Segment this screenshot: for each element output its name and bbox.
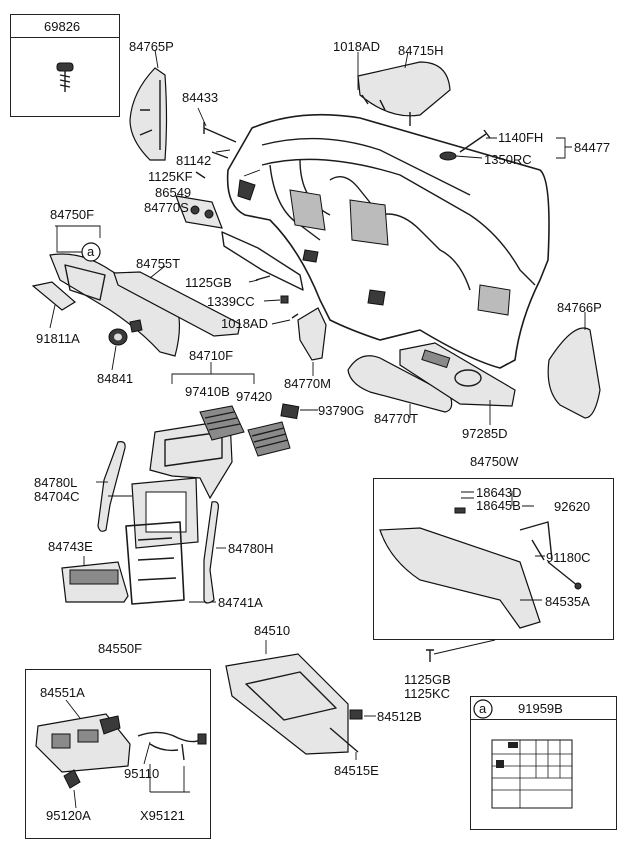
label-1350RC: 1350RC xyxy=(484,152,532,167)
jack-95120A-drawing xyxy=(63,769,81,789)
switch-93790G-drawing xyxy=(280,403,300,420)
panel-84766P-drawing xyxy=(547,327,601,419)
label-84765P: 84765P xyxy=(129,39,174,54)
lid-84750W-drawing xyxy=(379,527,541,629)
label-84477: 84477 xyxy=(574,140,611,155)
label-84780H: 84780H xyxy=(228,541,274,556)
label-84841: 84841 xyxy=(97,371,134,386)
label-84704C: 84704C xyxy=(34,489,80,504)
label-1125GB: 1125GB xyxy=(185,275,232,290)
label-84510: 84510 xyxy=(254,623,291,638)
label-95120A: 95120A xyxy=(46,808,91,823)
label-84766P: 84766P xyxy=(557,300,602,315)
label-1140FH: 1140FH xyxy=(498,130,544,145)
inset-box-84550F xyxy=(25,669,211,839)
vent-97420-drawing xyxy=(247,421,291,457)
panel-84765P-drawing xyxy=(129,67,168,161)
label-91180C: 91180C xyxy=(546,550,591,565)
inset-box-84750W xyxy=(373,478,614,640)
label-84750W: 84750W xyxy=(470,454,519,469)
label-84770S: 84770S xyxy=(144,200,189,215)
harness-95110-drawing xyxy=(137,731,201,761)
label-84780L: 84780L xyxy=(34,475,78,490)
label-1125GB-low: 1125GB xyxy=(404,672,451,687)
inset-box-header-91959B xyxy=(470,696,617,720)
vent-97410B-drawing xyxy=(199,405,245,441)
label-69826: 69826 xyxy=(44,19,81,34)
callout-a2: a xyxy=(479,701,487,716)
label-86549: 86549 xyxy=(155,185,192,200)
label-X95121: X95121 xyxy=(140,808,185,823)
crash-pad-drawing xyxy=(226,113,550,369)
callout-a: a xyxy=(87,244,95,259)
label-97420: 97420 xyxy=(236,389,273,404)
latch-84512B-drawing xyxy=(349,709,363,720)
label-84551A: 84551A xyxy=(40,685,85,700)
label-91959B: 91959B xyxy=(518,701,563,716)
label-84535A: 84535A xyxy=(545,594,590,609)
label-84550F: 84550F xyxy=(98,641,143,656)
trim-84770M-drawing xyxy=(297,307,327,361)
inset-box-header-69826 xyxy=(10,14,120,38)
screw-69826-drawing xyxy=(56,62,74,92)
label-84715H: 84715H xyxy=(398,43,444,58)
label-95110: 95110 xyxy=(124,766,160,781)
label-1125KC: 1125KC xyxy=(404,686,451,701)
label-84770M: 84770M xyxy=(284,376,331,391)
label-91811A: 91811A xyxy=(36,331,80,346)
label-18643D: 18643D xyxy=(476,485,522,500)
label-1018AD-mid: 1018AD xyxy=(221,316,268,331)
damper-84515E-drawing xyxy=(329,727,359,753)
label-84512B: 84512B xyxy=(377,709,422,724)
label-97285D: 97285D xyxy=(462,426,508,441)
bracket-84741A-drawing xyxy=(125,521,185,605)
label-84741A: 84741A xyxy=(218,595,263,610)
label-84515E: 84515E xyxy=(334,763,379,778)
label-84743E: 84743E xyxy=(48,539,93,554)
label-81142: 81142 xyxy=(176,153,212,168)
glovebox-84510-drawing xyxy=(225,653,349,755)
label-97410B: 97410B xyxy=(185,384,230,399)
label-84770T: 84770T xyxy=(374,411,419,426)
label-1018AD-top: 1018AD xyxy=(333,39,380,54)
trim-84780L-drawing xyxy=(97,441,126,532)
trim-84770T-drawing xyxy=(347,355,453,413)
label-84755T: 84755T xyxy=(136,256,181,271)
label-sheet-91959B-drawing xyxy=(491,739,573,809)
cover-84715H-drawing xyxy=(357,61,451,117)
label-84433: 84433 xyxy=(182,90,219,105)
label-84710F: 84710F xyxy=(189,348,234,363)
label-92620: 92620 xyxy=(554,499,591,514)
label-84750F: 84750F xyxy=(50,207,95,222)
label-18645B: 18645B xyxy=(476,498,521,513)
bracket-84755T-drawing xyxy=(113,271,241,337)
label-93790G: 93790G xyxy=(318,403,365,418)
label-1125KF: 1125KF xyxy=(148,169,193,184)
trim-91811A-drawing xyxy=(31,281,77,311)
label-1339CC: 1339CC xyxy=(207,294,255,309)
trim-84780H-drawing xyxy=(203,501,219,604)
